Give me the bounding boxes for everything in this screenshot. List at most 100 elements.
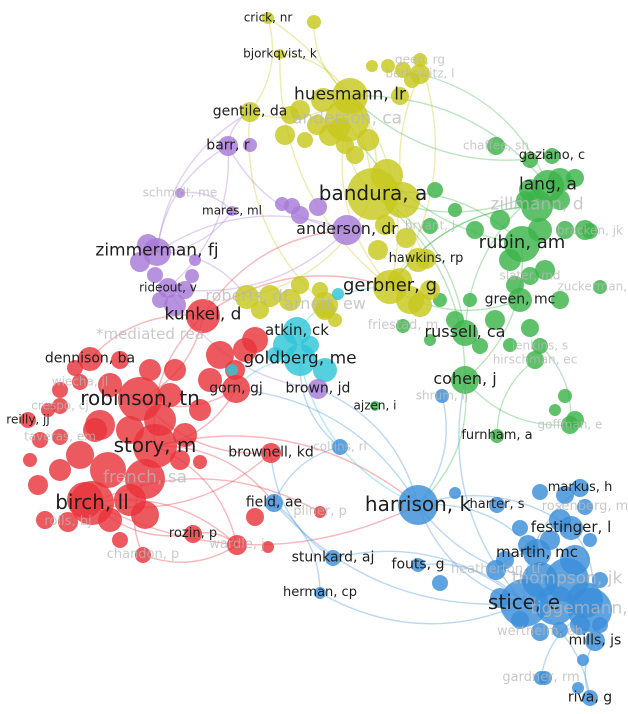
node-label-reilly[interactable]: reilly, jj	[6, 412, 50, 427]
node-martin[interactable]	[523, 539, 551, 567]
minor-node[interactable]	[147, 267, 163, 283]
minor-node[interactable]	[556, 486, 574, 504]
minor-node[interactable]	[251, 301, 269, 319]
node-label-zuckerman[interactable]: zuckerman, m	[557, 279, 628, 294]
node-story[interactable]	[133, 424, 177, 468]
node-label-atkin[interactable]: atkin, ck	[265, 320, 329, 339]
node-label-friestad[interactable]: friestad, m	[367, 317, 439, 333]
minor-node[interactable]	[139, 359, 161, 381]
node-robinson[interactable]	[118, 377, 162, 421]
node-label-bjorkqvist[interactable]: bjorkqvist, k	[243, 46, 317, 61]
node-label-rozin[interactable]: rozin, p	[168, 525, 218, 541]
minor-node[interactable]	[291, 276, 309, 294]
node-label-andersonca[interactable]: anderson, ca	[291, 108, 403, 129]
minor-node[interactable]	[246, 508, 264, 526]
node-tiggemann[interactable]	[568, 588, 612, 632]
node-label-robertsdf[interactable]: roberts, df	[205, 286, 289, 306]
node-label-wardle[interactable]: wardle, j	[209, 536, 265, 552]
minor-node[interactable]	[432, 575, 448, 591]
node-zillmann[interactable]	[521, 190, 553, 222]
node-rubin[interactable]	[504, 226, 540, 262]
minor-node[interactable]	[66, 441, 94, 469]
node-label-green[interactable]: green, mc	[484, 291, 556, 308]
minor-node[interactable]	[549, 404, 561, 416]
node-label-harrison[interactable]: harrison, k	[364, 492, 472, 516]
minor-node[interactable]	[313, 358, 337, 382]
node-mills[interactable]	[585, 631, 605, 651]
node-label-hawkins[interactable]: hawkins, rp	[388, 250, 464, 266]
node-label-furnham[interactable]: furnham, a	[461, 427, 533, 443]
minor-node[interactable]	[490, 210, 510, 230]
node-arnettew[interactable]	[312, 292, 338, 318]
node-label-berkowitz[interactable]: berkowitz, l	[385, 66, 455, 81]
minor-node[interactable]	[463, 293, 477, 307]
node-andersonca[interactable]	[325, 98, 369, 142]
node-label-bryant[interactable]: bryant, j	[404, 218, 456, 233]
minor-node[interactable]	[346, 146, 364, 164]
node-y1[interactable]	[275, 125, 295, 145]
node-label-mediated[interactable]: *mediated rea	[96, 324, 204, 343]
node-b1[interactable]	[577, 654, 589, 666]
minor-node[interactable]	[176, 281, 194, 299]
minor-node[interactable]	[424, 334, 436, 346]
minor-node[interactable]	[189, 399, 211, 421]
minor-node[interactable]	[267, 347, 283, 363]
node-heatherton[interactable]	[486, 560, 506, 580]
node-schmidt[interactable]	[175, 188, 185, 198]
node-label-rubin[interactable]: rubin, am	[478, 232, 566, 254]
node-label-riva[interactable]: riva, g	[567, 689, 613, 706]
minor-node[interactable]	[503, 338, 517, 352]
node-russell[interactable]	[452, 320, 478, 346]
node-label-wiecha[interactable]: wiecha, jl	[51, 374, 109, 389]
node-french[interactable]	[125, 459, 165, 499]
minor-node[interactable]	[551, 291, 569, 309]
node-jenkins[interactable]	[532, 338, 548, 354]
node-label-bandura[interactable]: bandura, a	[318, 181, 428, 205]
node-herman[interactable]	[314, 587, 326, 599]
minor-node[interactable]	[328, 313, 342, 327]
node-label-taveras[interactable]: taveras, em	[24, 429, 96, 444]
minor-node[interactable]	[448, 203, 462, 217]
node-brown[interactable]	[308, 379, 328, 399]
minor-node[interactable]	[243, 138, 257, 152]
minor-node[interactable]	[466, 221, 484, 239]
node-label-dennison[interactable]: dennison, ba	[44, 350, 136, 367]
node-bandura[interactable]	[347, 168, 399, 220]
node-goffman[interactable]	[561, 416, 579, 434]
node-label-rolls[interactable]: rolls, bj	[44, 513, 92, 529]
node-gerbner[interactable]	[373, 270, 407, 304]
node-bjorkqvist[interactable]	[275, 49, 285, 59]
minor-node[interactable]	[173, 423, 197, 447]
node-crick2[interactable]	[307, 15, 321, 29]
node-label-birch[interactable]: birch, ll	[55, 490, 129, 514]
minor-node[interactable]	[572, 682, 584, 694]
minor-node[interactable]	[279, 289, 301, 311]
node-gaziano[interactable]	[544, 148, 560, 164]
node-andersondr[interactable]	[332, 215, 362, 245]
minor-node[interactable]	[67, 360, 83, 376]
node-slater[interactable]	[521, 267, 539, 285]
node-harrison[interactable]	[398, 485, 438, 525]
node-gardner[interactable]	[534, 671, 548, 685]
node-label-russell[interactable]: russell, ca	[424, 322, 506, 342]
node-fouts[interactable]	[411, 558, 425, 572]
minor-node[interactable]	[532, 484, 548, 500]
node-label-markus[interactable]: markus, h	[547, 479, 613, 495]
node-label-harter[interactable]: harter, s	[469, 496, 525, 512]
minor-node[interactable]	[366, 60, 378, 72]
node-label-wertheim[interactable]: wertheim, eh	[496, 623, 584, 639]
minor-node[interactable]	[164, 294, 186, 316]
minor-node[interactable]	[512, 520, 528, 536]
node-stice[interactable]	[500, 579, 548, 627]
node-label-goffman[interactable]: goffman, e	[537, 417, 603, 432]
minor-node[interactable]	[198, 368, 222, 392]
minor-node[interactable]	[449, 487, 461, 499]
minor-node[interactable]	[522, 152, 538, 168]
node-stunkard[interactable]	[325, 550, 341, 566]
minor-node[interactable]	[396, 228, 416, 248]
node-label-shrum[interactable]: shrum, lj	[415, 388, 469, 403]
node-label-pliner[interactable]: pliner, p	[293, 503, 347, 519]
node-kunkel[interactable]	[186, 299, 220, 333]
node-label-schmidt[interactable]: schmidt, me	[142, 185, 218, 200]
minor-node[interactable]	[558, 389, 572, 403]
